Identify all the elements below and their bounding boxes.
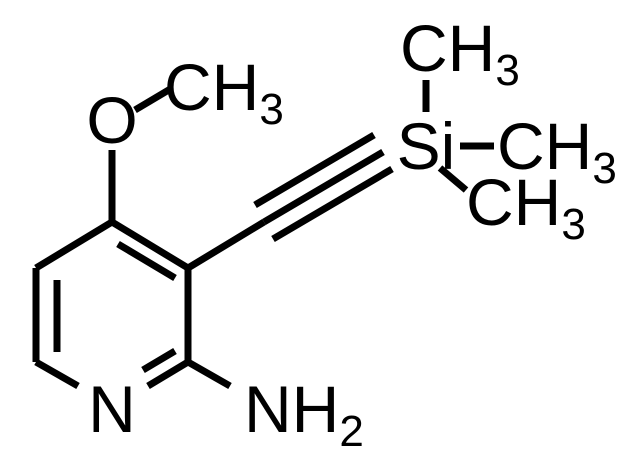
ring-bond-n-c6 [34,358,80,390]
atom-label-methoxy-ch3: CH3 [164,50,284,134]
bond-si-ch3-bottom [437,165,469,193]
ring-bond-c2-n-inner [141,347,177,374]
ring-bond-c4-c3 [110,219,190,271]
atom-label-amine: NH2 [244,372,364,456]
atom-label-si-methyl-top: CH3 [400,11,520,95]
ring-bond-c4-c3-inner [116,240,177,282]
bond-c3-alkyne [186,219,266,271]
atom-label-si-methyl-bottom: CH3 [466,165,586,249]
atom-label-silicon: Si [397,109,456,183]
alkyne-triple-bond-2 [253,131,376,209]
ring-bond-c5-c4 [34,219,114,271]
alkyne-triple-bond-3 [271,165,394,243]
ring-bond-c2-n [146,358,190,390]
bond-c2-nh2 [186,358,232,390]
atom-label-methoxy-o: O [86,83,137,157]
alkyne-triple-bond-1 [262,148,385,226]
atom-label-ring-n: N [88,372,136,446]
bond-o-ch3 [133,84,174,114]
atom-label-si-methyl-right: CH3 [497,109,617,193]
